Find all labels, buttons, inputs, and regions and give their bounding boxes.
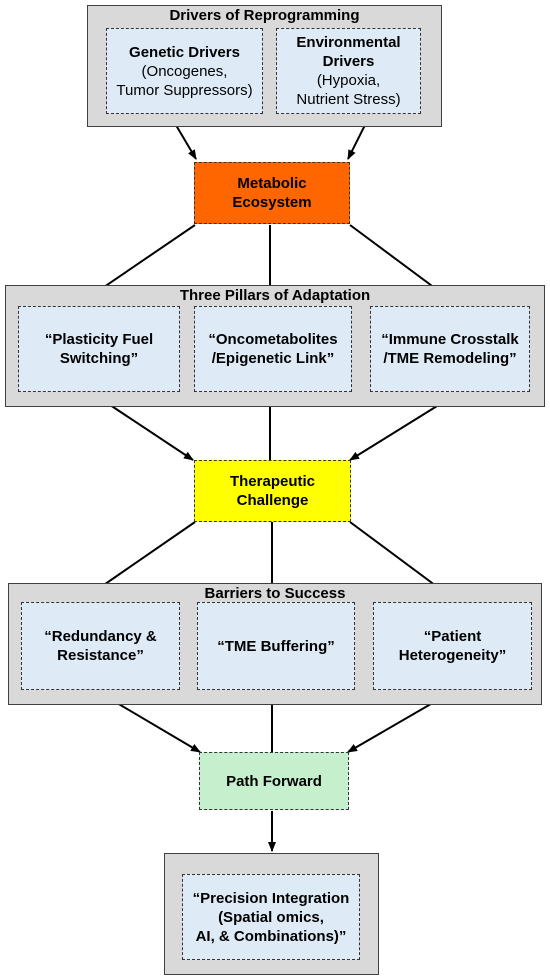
genetic-drivers-line-2: Tumor Suppressors) [116,81,253,99]
pillar-2-line-1: “Oncometabolites [208,331,338,348]
precision-line-3: AI, & Combinations)” [195,927,347,945]
drivers-title: Drivers of Reprogramming [169,7,360,24]
barriers-title: Barriers to Success [204,585,346,602]
barrier-2-line-1: “TME Buffering” [217,637,335,655]
pillars-group: Three Pillars of Adaptation “Plasticity … [5,285,545,407]
metabolic-ecosystem-node: Metabolic Ecosystem [194,162,350,224]
pillar-2-line-2: /Epigenetic Link” [211,350,335,367]
environmental-drivers-card: Environmental Drivers (Hypoxia, Nutrient… [276,28,421,114]
pillar-3-line-2: /TME Remodeling” [383,350,517,367]
ecosystem-line-2: Ecosystem [232,194,312,211]
barrier-1-line-1: “Redundancy & [44,628,157,645]
pillar-1-line-1: “Plasticity Fuel [44,331,154,348]
barrier-card-2: “TME Buffering” [197,602,355,690]
challenge-line-2: Challenge [236,492,309,509]
environmental-drivers-line-2: Nutrient Stress) [296,91,401,108]
therapeutic-challenge-node: Therapeutic Challenge [194,460,351,522]
pillar-3-line-1: “Immune Crosstalk [381,331,519,348]
barrier-3-line-2: Heterogeneity” [398,647,507,664]
drivers-group: Drivers of Reprogramming Genetic Drivers… [87,5,442,127]
precision-line-2: (Spatial omics, [218,908,324,926]
challenge-line-1: Therapeutic [229,473,316,490]
precision-card: “Precision Integration (Spatial omics, A… [182,874,360,960]
barrier-card-1: “Redundancy & Resistance” [21,602,180,690]
barrier-3-line-1: “Patient [423,628,482,645]
pillar-1-line-2: Switching” [59,350,139,367]
path-forward-node: Path Forward [199,752,349,810]
environmental-drivers-line-1: (Hypoxia, [316,72,381,89]
pillar-card-1: “Plasticity Fuel Switching” [18,306,180,392]
genetic-drivers-card: Genetic Drivers (Oncogenes, Tumor Suppre… [106,28,263,114]
path-forward-label: Path Forward [226,772,322,790]
barriers-group: Barriers to Success “Redundancy & Resist… [8,583,542,705]
barrier-1-line-2: Resistance” [57,647,144,664]
genetic-drivers-heading: Genetic Drivers [129,43,240,61]
precision-line-1: “Precision Integration [192,889,350,907]
pillars-title: Three Pillars of Adaptation [179,287,371,304]
pillar-card-2: “Oncometabolites /Epigenetic Link” [194,306,352,392]
barrier-card-3: “Patient Heterogeneity” [373,602,532,690]
environmental-drivers-heading-2: Drivers [322,53,375,70]
precision-group: “Precision Integration (Spatial omics, A… [164,853,379,975]
environmental-drivers-heading-1: Environmental [296,34,401,51]
ecosystem-line-1: Metabolic [237,175,307,192]
pillar-card-3: “Immune Crosstalk /TME Remodeling” [370,306,530,392]
genetic-drivers-line-1: (Oncogenes, [141,62,228,80]
